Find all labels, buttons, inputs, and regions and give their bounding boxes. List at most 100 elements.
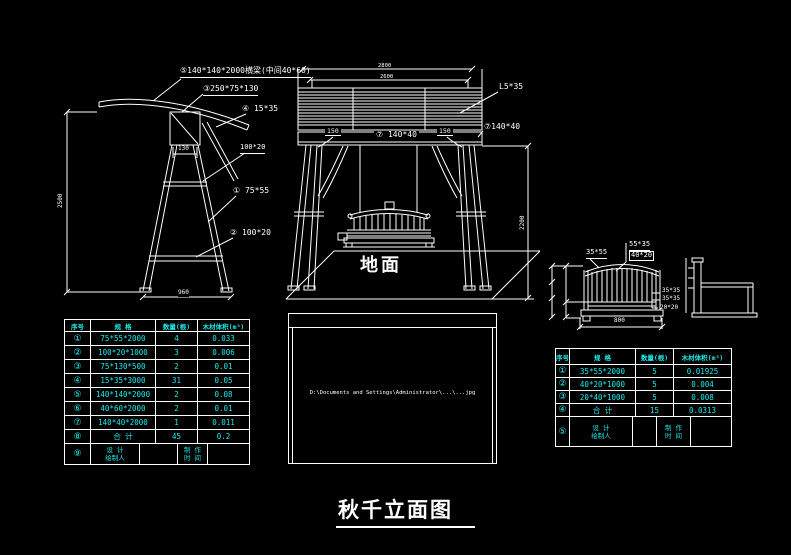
maker-cell: 制 作时 间 — [177, 443, 208, 465]
volume-cell: 0.2 — [197, 429, 250, 444]
seat-detail-side — [685, 257, 758, 318]
materials-table-right-footer: ⑤ 设 计绘制人 制 作时 间 — [555, 416, 732, 447]
col-header: 数量(根) — [635, 348, 674, 365]
col-header: 木材体积(m³) — [197, 319, 250, 332]
volume-cell: 0.05 — [197, 373, 250, 388]
front-view-dimensions-top — [297, 65, 483, 88]
front-view-roof — [297, 87, 483, 131]
volume-cell: 0.0313 — [673, 403, 732, 417]
qty-cell: 2 — [155, 401, 198, 416]
front-view-beam — [297, 131, 483, 199]
side-view-aframe — [139, 121, 239, 293]
preview-image-box: D:\Documents and Settings\Administrator\… — [288, 313, 497, 464]
side-head-width-dim: 130 — [177, 145, 190, 153]
qty-cell: 5 — [635, 390, 674, 404]
spec-cell: 140*40*2000 — [90, 415, 156, 430]
maker-line2: 时 间 — [184, 454, 201, 462]
seat-width-dim: 800 — [612, 317, 627, 325]
col-header: 数量(根) — [155, 319, 198, 332]
front-view-swing-seat — [337, 145, 435, 248]
ground-label: 地面 — [360, 255, 402, 276]
qty-cell: 2 — [155, 359, 198, 374]
front-view-dimension-right — [482, 142, 534, 302]
front-height-dim: 2200 — [519, 215, 526, 230]
row-no: ⑧ — [64, 429, 91, 444]
seat-back-annotation: 35*55 — [586, 248, 608, 259]
qty-cell: 5 — [635, 377, 674, 391]
spec-cell: 20*40*1000 — [569, 390, 636, 404]
qty-cell: 4 — [155, 331, 198, 346]
volume-cell: 0.01 — [197, 401, 250, 416]
row-no: ③ — [64, 359, 91, 374]
volume-cell: 0.004 — [673, 377, 732, 391]
volume-cell: 0.08 — [197, 387, 250, 402]
blank-cell — [690, 416, 732, 447]
designer-line2: 绘制人 — [105, 454, 125, 462]
spec-cell: 75*130*500 — [90, 359, 156, 374]
front-seat-offset-right-dim: 150 — [437, 127, 453, 137]
seat-detail-front — [580, 264, 664, 322]
front-view-legs — [287, 144, 492, 291]
seat-foot-annotation: 20*20 — [660, 304, 679, 311]
side-height-dim: 2500 — [57, 193, 64, 208]
front-view-ground-plane — [285, 250, 541, 300]
volume-cell: 0.008 — [673, 390, 732, 404]
drawing-title: 秋千立面图 — [336, 494, 475, 528]
col-header: 木材体积(m³) — [673, 348, 732, 365]
row-no: ⑦ — [64, 415, 91, 430]
volume-cell: 0.01925 — [673, 364, 732, 378]
designer-cell: 设 计绘制人 — [90, 443, 140, 465]
col-header: 规 格 — [569, 348, 636, 365]
seat-rail-a-annotation: 35*35 — [662, 287, 681, 294]
volume-cell: 0.011 — [197, 415, 250, 430]
row-no: ④ — [555, 403, 570, 417]
row-no: ④ — [64, 373, 91, 388]
row-no: ③ — [555, 390, 570, 404]
seat-frame-annotation: 40*20 — [629, 251, 655, 261]
front-view-leader-lines — [317, 91, 499, 148]
qty-cell: 1 — [155, 415, 198, 430]
blank-cell — [139, 443, 178, 465]
qty-cell: 31 — [155, 373, 198, 388]
front-seat-offset-left-dim: 150 — [325, 127, 341, 137]
row-no: ⑤ — [555, 416, 570, 447]
spec-cell: 100*20*1000 — [90, 345, 156, 360]
qty-cell: 45 — [155, 429, 198, 444]
row-no: ⑤ — [64, 387, 91, 402]
volume-cell: 0.033 — [197, 331, 250, 346]
row-no: ① — [64, 331, 91, 346]
volume-cell: 0.006 — [197, 345, 250, 360]
qty-cell: 2 — [155, 387, 198, 402]
table-header-row: 序号 规 格 数量(根) 木材体积(m³) — [64, 319, 250, 332]
side-leg-annotation: ① 75*55 — [233, 186, 270, 195]
row-no: ② — [64, 345, 91, 360]
designer-line1: 设 计 — [106, 446, 124, 454]
materials-table-left-footer: ⑨ 设 计绘制人 制 作时 间 — [64, 443, 250, 465]
side-view-dimensions — [63, 108, 235, 301]
spec-cell: 40*60*2000 — [90, 401, 156, 416]
front-outer-width-dim: 2800 — [378, 63, 392, 69]
maker-line2: 时 间 — [665, 431, 682, 440]
side-view-leader-lines — [152, 78, 247, 258]
preview-box-header — [289, 314, 496, 328]
col-header: 序号 — [555, 348, 570, 365]
side-rail-annotation: 100*20 — [240, 143, 266, 154]
spec-cell: 35*55*2000 — [569, 364, 636, 378]
spec-cell: 15*35*3000 — [90, 373, 156, 388]
total-label-cell: 合 计 — [569, 403, 636, 417]
front-beam-end-annotation: ⑦140*40 — [484, 122, 521, 131]
side-lower-rail-annotation: ② 100*20 — [230, 228, 271, 237]
